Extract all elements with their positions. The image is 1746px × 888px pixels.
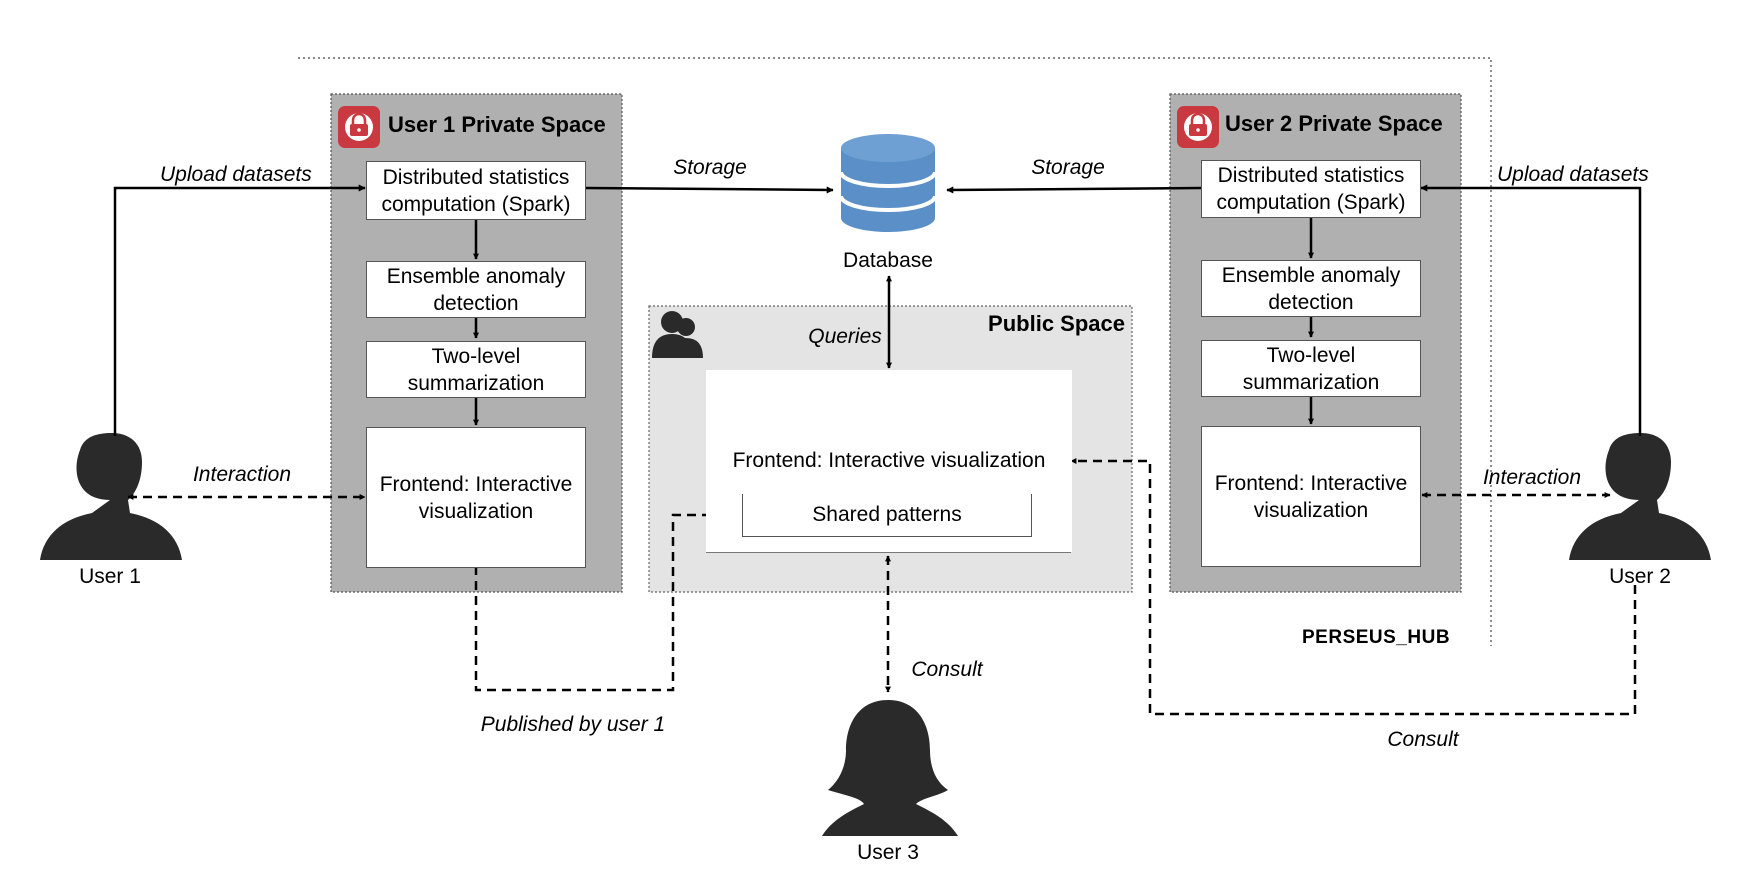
user2-step-frontend-label: Frontend: Interactive visualization	[1214, 471, 1408, 522]
user1-step-frontend-label: Frontend: Interactive visualization	[379, 472, 573, 523]
queries-label: Queries	[808, 325, 882, 348]
interaction-right-label: Interaction	[1482, 466, 1582, 489]
perseus-hub-label: PERSEUS_HUB	[1302, 627, 1451, 648]
consult-user3-label: Consult	[911, 658, 983, 681]
lock-icon-user1	[338, 106, 380, 148]
user1-step-spark: Distributed statistics computation (Spar…	[366, 161, 586, 220]
user2-step-anomaly-label: Ensemble anomaly detection	[1221, 263, 1401, 314]
consult-user2-label: Consult	[1387, 728, 1459, 751]
user1-silhouette	[40, 433, 182, 560]
user2-step-spark-label: Distributed statistics computation (Spar…	[1216, 164, 1406, 214]
upload-right-label: Upload datasets	[1497, 163, 1649, 186]
user1-step-anomaly: Ensemble anomaly detection	[366, 261, 586, 318]
public-frontend-label: Frontend: Interactive visualization	[732, 449, 1046, 472]
upload-left-label: Upload datasets	[160, 163, 312, 186]
user2-step-summarization-label: Two-level summarization	[1242, 343, 1380, 394]
user1-step-summarization-label: Two-level summarization	[407, 344, 545, 395]
user3-silhouette	[822, 700, 958, 836]
group-icon	[652, 311, 703, 358]
user1-step-spark-label: Distributed statistics computation (Spar…	[381, 165, 571, 216]
user1-space-title: User 1 Private Space	[388, 112, 606, 137]
storage-right-label: Storage	[1031, 156, 1105, 179]
user3-label: User 3	[857, 841, 919, 864]
user2-space-title: User 2 Private Space	[1225, 111, 1443, 136]
user1-step-anomaly-label: Ensemble anomaly detection	[386, 264, 566, 315]
storage-left-label: Storage	[673, 156, 747, 179]
database-icon	[839, 134, 937, 232]
database-label: Database	[843, 249, 933, 272]
user1-step-frontend[interactable]: Frontend: Interactive visualization	[366, 427, 586, 568]
user2-label: User 2	[1609, 565, 1671, 588]
public-space-title: Public Space	[988, 311, 1125, 336]
shared-patterns-label: Shared patterns	[812, 503, 962, 526]
user1-step-summarization: Two-level summarization	[366, 341, 586, 398]
interaction-left-label: Interaction	[192, 463, 292, 486]
user1-label: User 1	[79, 565, 141, 588]
lock-icon-user2	[1177, 106, 1219, 148]
public-frontend-panel[interactable]	[706, 370, 1072, 552]
user2-silhouette	[1569, 433, 1711, 560]
user2-step-spark: Distributed statistics computation (Spar…	[1201, 160, 1421, 218]
user2-step-anomaly: Ensemble anomaly detection	[1201, 260, 1421, 317]
user2-step-summarization: Two-level summarization	[1201, 340, 1421, 397]
shared-patterns[interactable]: Shared patterns	[742, 494, 1032, 537]
hub-boundary	[298, 57, 1492, 646]
published-label: Published by user 1	[480, 713, 666, 736]
user2-step-frontend[interactable]: Frontend: Interactive visualization	[1201, 426, 1421, 567]
